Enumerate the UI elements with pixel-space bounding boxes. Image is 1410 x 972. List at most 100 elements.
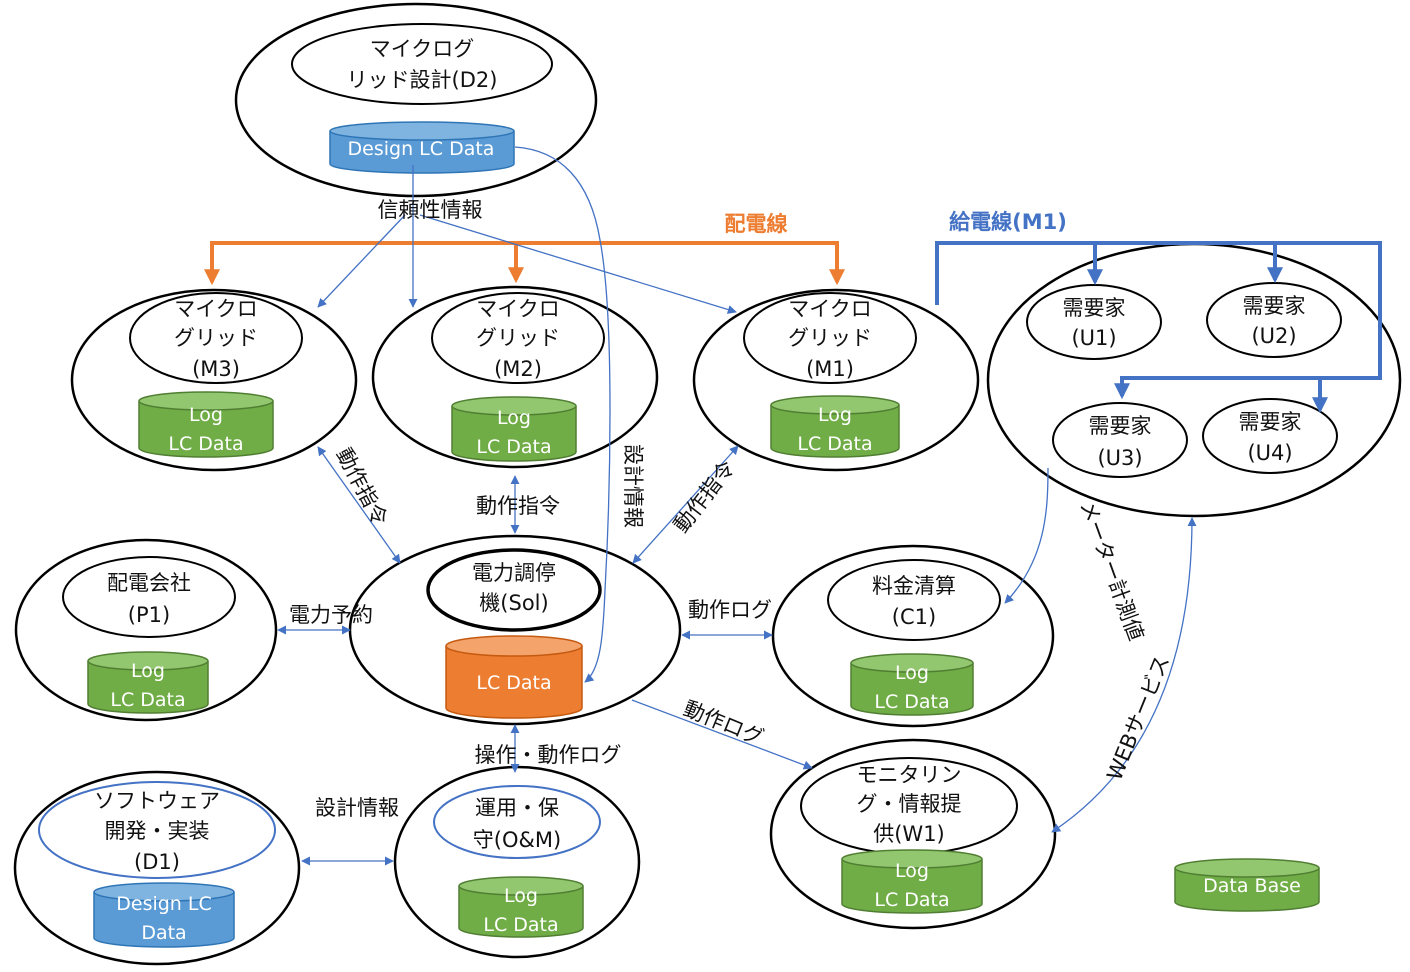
- svg-text:マイクロ: マイクロ: [174, 297, 258, 321]
- db-w1-line2: LC Data: [874, 889, 949, 911]
- svg-text:マイクロ: マイクロ: [476, 297, 560, 321]
- db-m1-log: [770, 395, 900, 458]
- db-m3-log: [138, 391, 274, 458]
- label-distribution-line: 配電線: [725, 212, 788, 236]
- svg-text:需要家: 需要家: [1239, 410, 1302, 434]
- svg-text:(C1): (C1): [892, 605, 936, 629]
- svg-text:供(W1): 供(W1): [873, 822, 945, 846]
- svg-text:マイクロ: マイクロ: [788, 297, 872, 321]
- label-design-info-d1: 設計情報: [315, 796, 399, 820]
- node-m1-inner: [743, 292, 917, 384]
- svg-text:グリッド: グリッド: [174, 326, 258, 350]
- db-m2-line2: LC Data: [476, 436, 551, 458]
- svg-text:需要家: 需要家: [1063, 296, 1126, 320]
- db-d1-design: [93, 882, 235, 948]
- svg-text:(U3): (U3): [1097, 446, 1142, 470]
- db-w1-log: [841, 849, 983, 914]
- node-m2-outer: [371, 285, 659, 469]
- db-om-line2: LC Data: [483, 914, 558, 936]
- node-d1-label: ソフトウェア 開発・実装 (D1): [94, 789, 220, 874]
- svg-text:(D1): (D1): [134, 850, 180, 874]
- svg-text:料金清算: 料金清算: [872, 574, 956, 598]
- node-p1-inner: [62, 556, 236, 638]
- svg-text:(M2): (M2): [494, 357, 542, 381]
- node-w1-label: モニタリン グ・情報提 供(W1): [857, 763, 962, 846]
- node-u3-label: 需要家 (U3): [1089, 414, 1152, 470]
- node-m3-inner: [129, 292, 303, 384]
- node-d2-inner: [291, 23, 553, 105]
- label-opcmd-m2: 動作指令: [476, 494, 560, 518]
- feeder-line: [935, 241, 1382, 414]
- svg-text:グリッド: グリッド: [788, 326, 872, 350]
- svg-text:需要家: 需要家: [1089, 414, 1152, 438]
- svg-text:グ・情報提: グ・情報提: [857, 792, 962, 816]
- node-d2-outer: [234, 2, 598, 198]
- arrow-reliability-m1: [419, 214, 737, 314]
- node-d1-inner: [38, 781, 276, 879]
- db-om-line1: Log: [504, 885, 538, 907]
- label-oplog-w1: 動作ログ: [680, 696, 767, 750]
- legend-db-label: Data Base: [1203, 875, 1301, 897]
- label-feeder-line: 給電線(M1): [949, 210, 1067, 234]
- arrow-oplog-w1: [631, 699, 813, 770]
- arrow-opcmd-m3: [317, 446, 401, 564]
- db-om-log: [458, 876, 584, 938]
- svg-text:(U4): (U4): [1247, 441, 1292, 465]
- svg-text:(M3): (M3): [192, 357, 240, 381]
- node-u4-label: 需要家 (U4): [1239, 410, 1302, 465]
- node-w1-outer: [769, 738, 1057, 930]
- db-m3-line2: LC Data: [168, 433, 243, 455]
- db-m2-log: [451, 396, 577, 462]
- node-u1-label: 需要家 (U1): [1063, 296, 1126, 350]
- svg-text:開発・実装: 開発・実装: [105, 819, 210, 843]
- node-m3-outer: [70, 288, 358, 472]
- node-u2-label: 需要家 (U2): [1243, 294, 1306, 348]
- svg-text:ソフトウェア: ソフトウェア: [94, 789, 220, 813]
- node-sol-inner: [426, 548, 602, 632]
- label-opcmd-m1: 動作指令: [669, 456, 740, 537]
- d2-line1: マイクログ: [370, 37, 475, 61]
- svg-text:機(Sol): 機(Sol): [479, 591, 548, 615]
- node-d1-outer: [13, 770, 301, 966]
- arrow-meter-value: [1004, 467, 1049, 604]
- node-d2-label: マイクログ リッド設計(D2): [347, 37, 498, 92]
- arrow-design-info-sol: [514, 146, 611, 683]
- svg-text:需要家: 需要家: [1243, 294, 1306, 318]
- db-c1-line2: LC Data: [874, 691, 949, 713]
- node-sol-label: 電力調停 機(Sol): [472, 561, 556, 615]
- db-d1-line2: Data: [141, 922, 186, 944]
- db-p1-line1: Log: [131, 660, 165, 682]
- db-c1-line1: Log: [895, 662, 929, 684]
- node-p1-label: 配電会社 (P1): [107, 571, 191, 627]
- node-p1-outer: [14, 538, 278, 722]
- node-m1-label: マイクロ グリッド (M1): [788, 297, 872, 381]
- db-p1-log: [87, 651, 209, 714]
- db-legend: [1174, 858, 1320, 912]
- thin-arrows: [277, 146, 1197, 866]
- node-om-label: 運用・保 守(O&M): [473, 796, 561, 852]
- svg-text:(P1): (P1): [128, 603, 170, 627]
- node-c1-label: 料金清算 (C1): [872, 574, 956, 629]
- node-m2-label: マイクロ グリッド (M2): [476, 297, 560, 381]
- arrow-reliability-m3: [317, 214, 406, 308]
- node-m1-outer: [692, 288, 980, 472]
- node-m3-label: マイクロ グリッド (M3): [174, 297, 258, 381]
- distribution-line: [204, 241, 845, 286]
- svg-text:守(O&M): 守(O&M): [473, 828, 561, 852]
- svg-text:モニタリン: モニタリン: [857, 763, 962, 787]
- svg-text:配電会社: 配電会社: [107, 571, 191, 595]
- svg-text:グリッド: グリッド: [476, 326, 560, 350]
- db-d2-label: Design LC Data: [348, 138, 495, 160]
- db-m1-line2: LC Data: [797, 433, 872, 455]
- label-opcmd-m3: 動作指令: [332, 444, 393, 529]
- arrow-web-service: [1051, 517, 1197, 833]
- svg-text:(U2): (U2): [1251, 324, 1296, 348]
- svg-text:電力調停: 電力調停: [472, 561, 556, 585]
- svg-text:(M1): (M1): [806, 357, 854, 381]
- db-c1-log: [850, 653, 974, 716]
- label-meter-value: メーター計測値: [1075, 498, 1148, 644]
- node-u3-inner: [1052, 402, 1188, 478]
- svg-text:(U1): (U1): [1071, 326, 1116, 350]
- node-m2-inner: [431, 292, 605, 384]
- label-oplog-c1: 動作ログ: [688, 598, 772, 622]
